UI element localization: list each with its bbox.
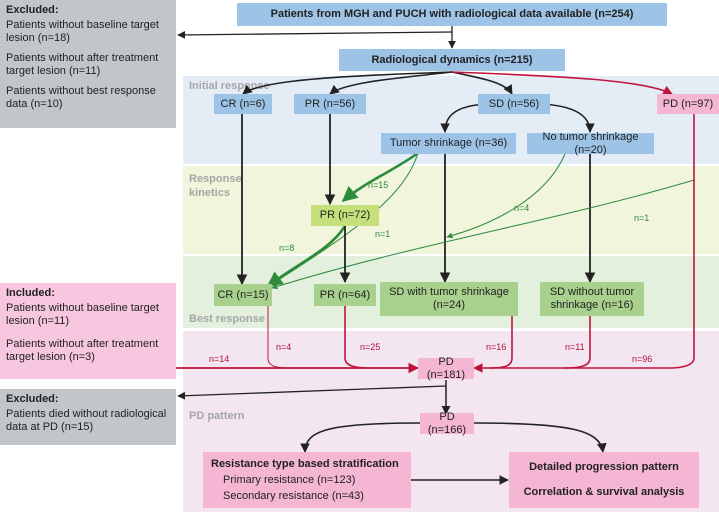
- node-resistance-stratification: Resistance type based stratification Pri…: [203, 452, 411, 508]
- node-pd-combined: PD (n=181): [418, 356, 474, 381]
- label-n96: n=96: [632, 354, 653, 364]
- node-cr-initial: CR (n=6): [214, 94, 272, 114]
- node-radiological-dynamics: Radiological dynamics (n=215): [339, 49, 565, 71]
- node-pd-initial: PD (n=97): [657, 94, 719, 114]
- section-best-response: Best response: [189, 313, 265, 325]
- included-title: Included:: [6, 287, 55, 299]
- section-kinetics-1: Response: [189, 173, 242, 185]
- label-n11: n=11: [565, 342, 585, 352]
- resistance-secondary: Secondary resistance (n=43): [223, 489, 364, 502]
- label-n4: n=4: [514, 203, 530, 213]
- label-n4-red: n=4: [276, 342, 292, 352]
- resistance-title: Resistance type based stratification: [211, 457, 399, 470]
- section-kinetics-2: kinetics: [189, 187, 230, 199]
- excluded-panel-1: Excluded: Patients without baseline targ…: [0, 0, 176, 128]
- excluded-1-item-1: Patients without baseline target lesion …: [6, 19, 159, 44]
- detail-line-2: Correlation & survival analysis: [523, 486, 685, 498]
- sd-without-line-1: SD without tumor: [549, 286, 635, 298]
- node-tumor-shrinkage: Tumor shrinkage (n=36): [381, 133, 516, 154]
- excluded-1-item-2: Patients without after treatment target …: [6, 52, 159, 77]
- node-pd-analyzed: PD (n=166): [420, 411, 474, 436]
- node-sd-initial: SD (n=56): [478, 94, 550, 114]
- node-cr-best: CR (n=15): [214, 284, 272, 306]
- node-no-tumor-shrinkage: No tumor shrinkage (n=20): [527, 131, 654, 156]
- excluded-1-title: Excluded:: [6, 4, 59, 16]
- sd-without-line-2: shrinkage (n=16): [550, 299, 634, 311]
- label-n15: n=15: [368, 180, 389, 190]
- node-patients-total: Patients from MGH and PUCH with radiolog…: [237, 3, 667, 26]
- detail-line-1: Detailed progression pattern: [529, 461, 679, 473]
- label-n25: n=25: [360, 342, 381, 352]
- excluded-2-title: Excluded:: [6, 393, 59, 405]
- excluded-panel-2: Excluded: Patients died without radiolog…: [0, 389, 176, 445]
- label-n8: n=8: [279, 243, 295, 253]
- included-item-2: Patients without after treatment target …: [6, 338, 159, 363]
- sd-with-line-2: (n=24): [432, 299, 466, 311]
- node-pr-kinetics: PR (n=72): [311, 205, 379, 226]
- node-pr-initial: PR (n=56): [294, 94, 366, 114]
- label-n16: n=16: [486, 342, 507, 352]
- excluded-2-item-1: Patients died without radiological data …: [6, 408, 167, 433]
- excluded-1-item-3: Patients without best response data (n=1…: [6, 85, 156, 110]
- node-sd-without-shrinkage: SD without tumor shrinkage (n=16): [540, 282, 644, 316]
- node-sd-with-shrinkage: SD with tumor shrinkage (n=24): [380, 282, 518, 316]
- band-response-kinetics: [183, 166, 719, 254]
- node-detailed-progression: Detailed progression pattern Correlation…: [509, 452, 699, 508]
- label-n1-pd: n=1: [634, 213, 650, 223]
- included-item-1: Patients without baseline target lesion …: [6, 302, 159, 327]
- node-pr-best: PR (n=64): [314, 284, 376, 306]
- sd-with-line-1: SD with tumor shrinkage: [389, 286, 509, 298]
- label-n14: n=14: [209, 354, 230, 364]
- resistance-primary: Primary resistance (n=123): [223, 473, 356, 486]
- section-pd-pattern: PD pattern: [189, 410, 245, 422]
- label-n1-kinetics: n=1: [375, 229, 391, 239]
- included-panel: Included: Patients without baseline targ…: [0, 283, 176, 379]
